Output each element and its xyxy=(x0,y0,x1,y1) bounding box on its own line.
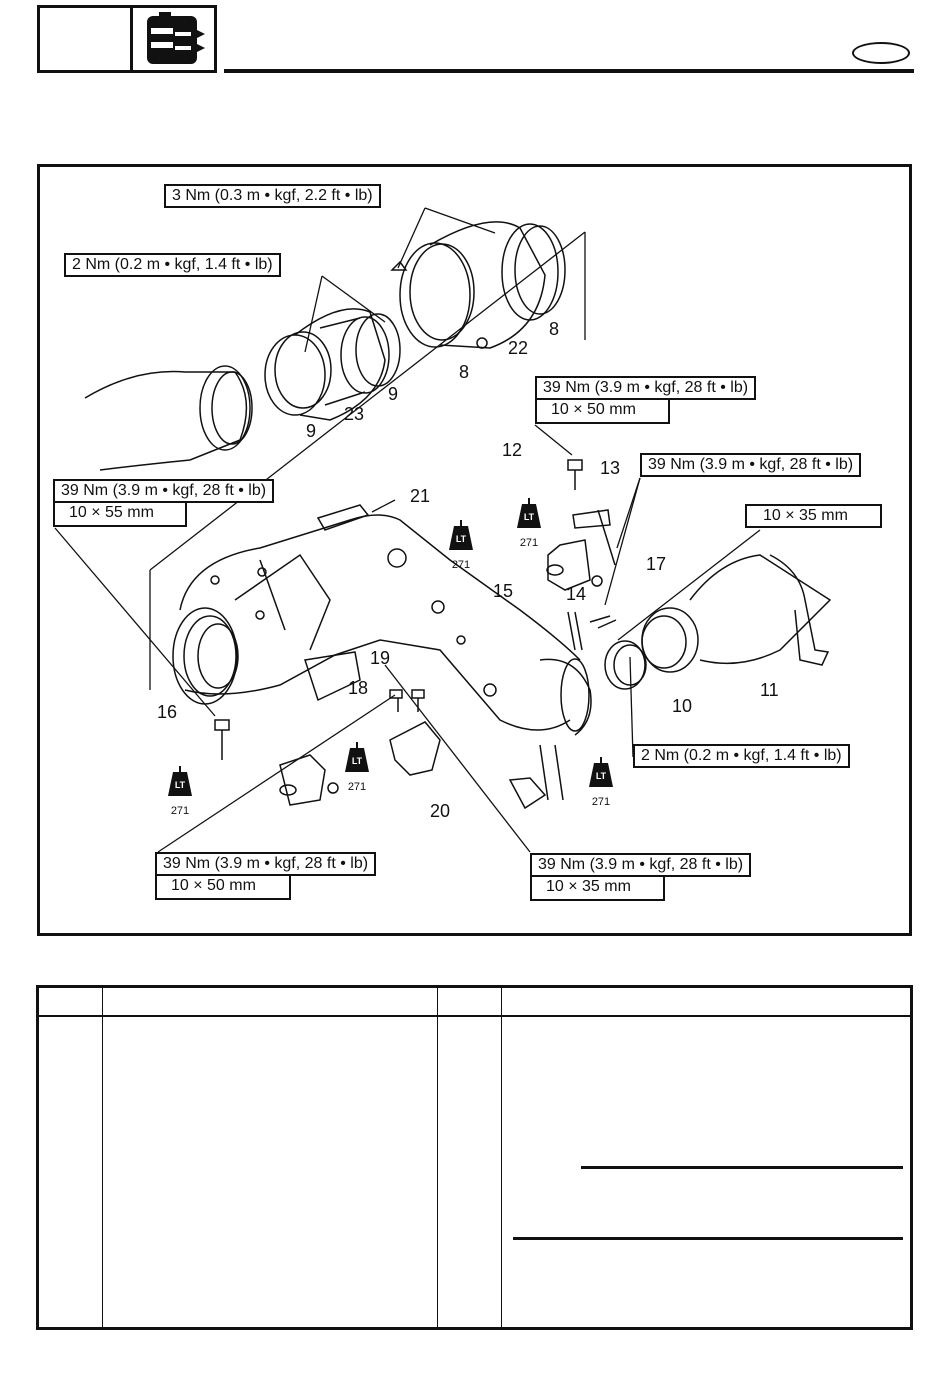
bolt-size-16: 10 × 55 mm xyxy=(53,503,187,527)
lt271-badge-bolt-18: LT 271 xyxy=(340,740,374,793)
table-header-rule xyxy=(39,1015,910,1017)
part-number-15: 15 xyxy=(493,581,514,601)
torque-callout-bolt-19: 39 Nm (3.9 m • kgf, 28 ft • lb) xyxy=(530,853,752,877)
part-number-17: 17 xyxy=(646,554,667,574)
lt-code: 271 xyxy=(451,559,471,571)
part-number-16: 16 xyxy=(157,702,178,722)
part-number-22: 22 xyxy=(508,338,529,358)
engine-section-icon xyxy=(147,12,205,64)
lt271-badge-bolt-12: LT 271 xyxy=(512,496,546,549)
torque-callout-bolt-16: 39 Nm (3.9 m • kgf, 28 ft • lb) xyxy=(53,479,275,503)
exhaust-chamber-21 xyxy=(172,504,592,736)
lt-code: 271 xyxy=(347,781,367,793)
thread-locker-icon: LT xyxy=(517,498,541,528)
part-number-11: 11 xyxy=(760,680,779,700)
torque-callout-clamp-8: 3 Nm (0.3 m • kgf, 2.2 ft • lb) xyxy=(164,184,381,208)
part-number-19: 19 xyxy=(370,648,391,668)
part-number-21: 21 xyxy=(410,486,431,506)
lt-code: 271 xyxy=(519,537,539,549)
lt271-badge-bolt-17: LT 271 xyxy=(584,755,618,808)
part-number-20: 20 xyxy=(430,801,451,821)
part-number-12: 12 xyxy=(502,440,523,460)
lt-label: LT xyxy=(456,534,467,544)
part-number-10: 10 xyxy=(672,696,693,716)
table-col-divider-3 xyxy=(501,988,502,1327)
left-duct xyxy=(84,365,253,471)
lt-label: LT xyxy=(352,756,363,766)
header-rule xyxy=(224,69,914,73)
note-rule-bottom xyxy=(513,1237,903,1240)
part-number-9a: 9 xyxy=(388,384,399,404)
lt-code: 271 xyxy=(170,805,190,817)
torque-callout-bolt-12: 39 Nm (3.9 m • kgf, 28 ft • lb) xyxy=(535,376,757,400)
thread-locker-icon: LT xyxy=(345,742,369,772)
language-badge xyxy=(852,42,910,64)
part-number-14: 14 xyxy=(566,584,587,604)
parts-table xyxy=(36,985,913,1330)
part-number-18: 18 xyxy=(348,678,369,698)
part-number-13: 13 xyxy=(600,458,621,478)
lt271-badge-chamber: LT 271 xyxy=(444,518,478,571)
thread-locker-icon: LT xyxy=(449,520,473,550)
thread-locker-icon: LT xyxy=(589,757,613,787)
hardware xyxy=(214,459,617,810)
lt-label: LT xyxy=(175,780,186,790)
part-number-8b: 8 xyxy=(459,362,470,382)
header-icon-box xyxy=(130,5,217,73)
exploded-diagram-frame xyxy=(37,164,912,936)
torque-callout-bolt-13: 39 Nm (3.9 m • kgf, 28 ft • lb) xyxy=(640,453,862,477)
part-number-23: 23 xyxy=(344,404,365,424)
bolt-size-12: 10 × 50 mm xyxy=(535,400,670,424)
table-col-divider-1 xyxy=(102,988,103,1327)
table-col-divider-2 xyxy=(437,988,438,1327)
lt-label: LT xyxy=(524,512,535,522)
thread-locker-icon: LT xyxy=(168,766,192,796)
part-number-9b: 9 xyxy=(306,421,317,441)
joint-hose-22 xyxy=(390,221,566,349)
bolt-size-19: 10 × 35 mm xyxy=(530,877,665,901)
lt-label: LT xyxy=(596,771,607,781)
part-number-8a: 8 xyxy=(549,319,560,339)
note-rule-top xyxy=(581,1166,903,1169)
torque-callout-clamp-9: 2 Nm (0.2 m • kgf, 1.4 ft • lb) xyxy=(64,253,281,277)
lt-code: 271 xyxy=(591,796,611,808)
bolt-size-18: 10 × 50 mm xyxy=(155,876,291,900)
bolt-size-17: 10 × 35 mm xyxy=(745,504,882,528)
lt271-badge-bolt-16: LT 271 xyxy=(163,764,197,817)
torque-callout-clamp-10: 2 Nm (0.2 m • kgf, 1.4 ft • lb) xyxy=(633,744,850,768)
torque-callout-bolt-18: 39 Nm (3.9 m • kgf, 28 ft • lb) xyxy=(155,852,377,876)
muffler-11 xyxy=(604,554,832,690)
joint-hose-23 xyxy=(264,308,401,421)
